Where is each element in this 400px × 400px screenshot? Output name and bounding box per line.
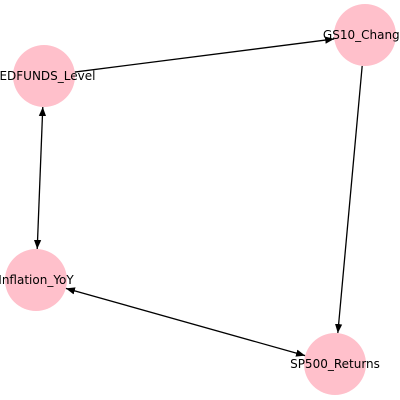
edge-gs10-to-sp500	[335, 65, 363, 334]
node-inflation: Inflation_YoY	[0, 249, 74, 311]
node-sp500-circle	[304, 333, 366, 395]
edge-inflation-to-sp500	[65, 287, 306, 357]
edge-fedfunds-to-gs10	[74, 36, 335, 73]
node-sp500-label: SP500_Returns	[290, 357, 380, 371]
node-gs10-label: GS10_Change	[323, 28, 400, 42]
edge-layer	[33, 36, 363, 357]
node-gs10-circle	[334, 4, 396, 66]
node-fedfunds-circle	[13, 45, 75, 107]
node-fedfunds: FEDFUNDS_Level	[0, 45, 95, 107]
node-inflation-label: Inflation_YoY	[0, 273, 74, 287]
node-gs10: GS10_Change	[323, 4, 400, 66]
node-sp500: SP500_Returns	[290, 333, 380, 395]
edge-fedfunds-to-inflation	[33, 106, 47, 250]
node-inflation-circle	[5, 249, 67, 311]
node-fedfunds-label: FEDFUNDS_Level	[0, 69, 95, 83]
